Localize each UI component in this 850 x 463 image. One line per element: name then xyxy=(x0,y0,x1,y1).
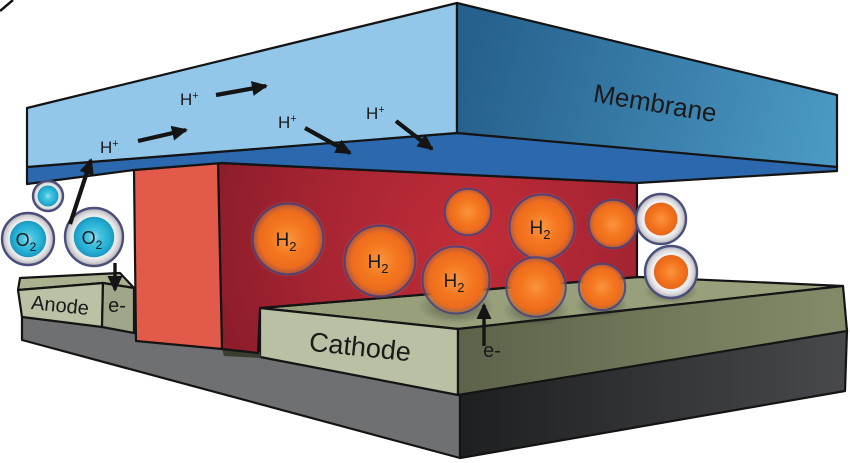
h2-molecule: H2 xyxy=(250,201,326,277)
o2-molecule: O2 xyxy=(0,211,56,267)
proton-label-3: H+ xyxy=(278,113,297,132)
proton-label-1: H+ xyxy=(100,138,119,157)
h2-molecule xyxy=(634,192,688,246)
molecule-label: O2 xyxy=(82,228,103,252)
molecule-label: H2 xyxy=(530,218,551,242)
h2-molecule: H2 xyxy=(507,192,577,262)
proton-arrow-2 xyxy=(215,81,268,98)
oxygen-molecules: O2 O2 xyxy=(0,179,125,268)
h2-molecule: H2 xyxy=(342,223,418,299)
corner-mark xyxy=(0,0,14,12)
membrane-side-face xyxy=(455,1,839,169)
o2-molecule xyxy=(31,179,65,213)
h2-molecule xyxy=(575,262,629,318)
cathode-side-face xyxy=(456,284,849,397)
anode-electron-label: e- xyxy=(108,295,126,317)
cathode-electron-label: e- xyxy=(483,340,501,362)
oxygen-to-membrane-arrow xyxy=(68,158,94,225)
proton-label-2: H+ xyxy=(180,90,199,109)
anode-end-face xyxy=(100,281,136,335)
proton-arrow-1 xyxy=(137,125,188,144)
proton-arrow-4 xyxy=(394,119,434,151)
proton-label-4: H+ xyxy=(366,104,385,123)
h2-molecule: H2 xyxy=(418,244,494,324)
molecule-label: H2 xyxy=(368,252,389,276)
red-block-front-face xyxy=(132,161,224,351)
h2-molecule xyxy=(443,187,493,237)
o2-molecule: O2 xyxy=(63,206,125,268)
h2-molecule xyxy=(643,244,699,304)
h2-molecule xyxy=(587,198,639,250)
molecule-label: H2 xyxy=(444,271,465,295)
molecule-label: O2 xyxy=(16,230,37,254)
molecule-label: H2 xyxy=(276,230,297,254)
h2-molecule xyxy=(502,255,570,327)
proton-arrow-3 xyxy=(303,126,352,155)
